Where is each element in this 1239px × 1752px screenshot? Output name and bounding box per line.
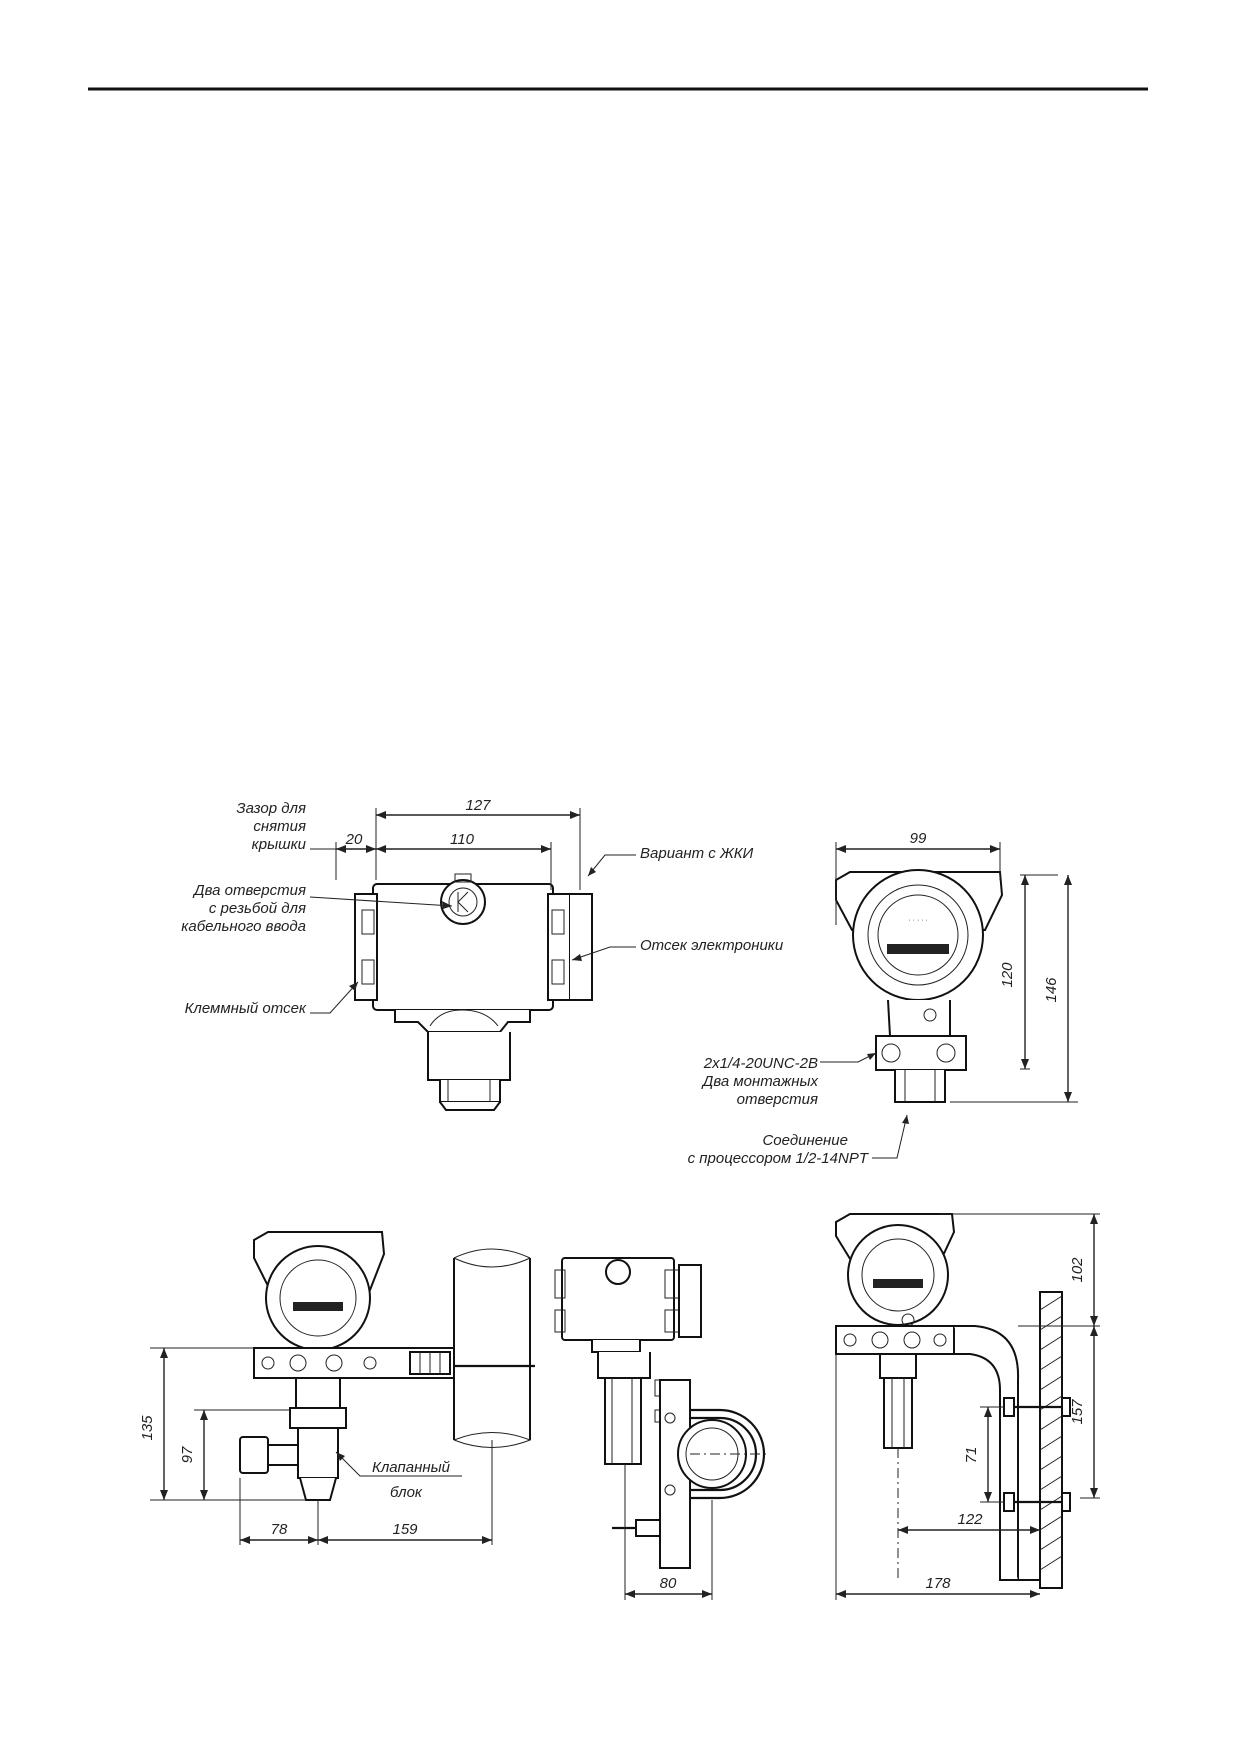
process-connection-line2: с процессором 1/2-14NPT (688, 1150, 870, 1167)
dim-cover-clearance: 20 (345, 831, 363, 848)
pipe-clamp-view (554, 1257, 766, 1569)
terminal-compartment-label: Клеммный отсек (185, 1000, 307, 1017)
dim-body-length: 110 (450, 831, 475, 848)
dim-overall-length: 127 (465, 797, 491, 814)
process-connection-line1: Соединение (762, 1132, 848, 1149)
side-view-transmitter (354, 873, 593, 1111)
cable-entry-line1: Два отверстия (192, 882, 306, 899)
dim-manifold-height: 97 (179, 1446, 196, 1463)
dim-bracket-reach: 122 (957, 1511, 983, 1528)
side-view-callouts: Зазор для снятия крышки Два отверстия с … (181, 800, 784, 1017)
lcd-option-label: Вариант с ЖКИ (640, 845, 754, 862)
mounting-holes-line1: 2x1/4-20UNC-2B (703, 1055, 818, 1072)
mounting-holes-line3: отверстия (737, 1091, 818, 1108)
valve-block-line1: Клапанный (372, 1459, 451, 1476)
dim-pipe-offset: 159 (392, 1521, 418, 1538)
front-view-dimensions: 99 120 146 (820, 830, 1078, 1159)
pipe-clamp-dimensions: 80 (624, 1464, 713, 1600)
cover-clearance-line1: Зазор для (236, 800, 306, 817)
cover-clearance-line3: крышки (252, 836, 307, 853)
bracket-mount-view (835, 1213, 1071, 1589)
mounting-holes-line2: Два монтажных (701, 1073, 819, 1090)
svg-text:· · · · ·: · · · · · (908, 917, 927, 924)
front-view-transmitter: · · · · · (835, 869, 1004, 1103)
dim-top-height: 102 (1069, 1257, 1086, 1283)
electronics-compartment-label: Отсек электроники (640, 937, 784, 954)
pipe-mount-dimensions: 135 97 78 159 Клапанный блок (139, 1347, 493, 1545)
valve-block-line2: блок (390, 1484, 423, 1501)
side-view-dimensions: 127 110 20 (309, 797, 636, 1014)
cable-entry-line3: кабельного ввода (181, 918, 306, 935)
dim-front-width: 99 (910, 830, 927, 847)
cover-clearance-line2: снятия (253, 818, 306, 835)
dim-height-to-holes: 120 (999, 962, 1016, 988)
dim-manifold-offset: 78 (271, 1521, 288, 1538)
dim-bolt-spacing: 71 (963, 1447, 980, 1464)
dim-bracket-height: 157 (1069, 1399, 1086, 1425)
bracket-mount-dimensions: 102 157 71 122 178 (835, 1213, 1100, 1600)
dim-overall-reach: 178 (925, 1575, 951, 1592)
dim-overall-height: 146 (1043, 977, 1060, 1003)
front-view-callouts: 2x1/4-20UNC-2B Два монтажных отверстия С… (688, 1055, 870, 1167)
dim-pipe-mount-height: 135 (139, 1415, 156, 1441)
cable-entry-line2: с резьбой для (209, 900, 306, 917)
dim-clamp-width: 80 (660, 1575, 677, 1592)
